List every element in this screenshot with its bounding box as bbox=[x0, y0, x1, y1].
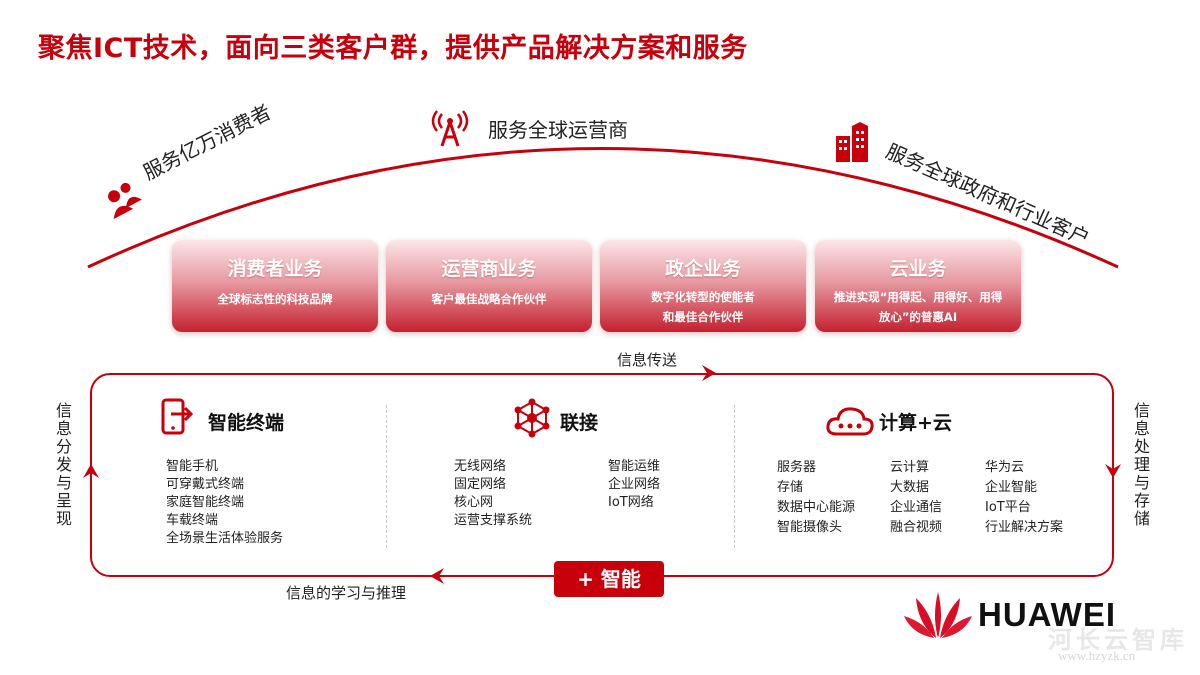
list-item: 无线网络 bbox=[454, 459, 507, 474]
list-item: 企业智能 bbox=[985, 480, 1038, 495]
phone-export-icon bbox=[161, 398, 194, 435]
list-item: 智能运维 bbox=[608, 459, 661, 474]
section-terminal: 智能终端 智能手机 可穿戴式终端 家庭智能终端 车载终端 全场景生活体验服务 bbox=[160, 398, 370, 558]
business-card-cloud: 云业务 推进实现“用得起、用得好、用得 放心”的普惠AI bbox=[815, 240, 1021, 332]
cloud-icon bbox=[826, 407, 874, 436]
list-item: 可穿戴式终端 bbox=[166, 477, 245, 492]
intelligence-badge: + 智能 bbox=[554, 561, 664, 597]
list-item: 智能摄像头 bbox=[777, 520, 843, 535]
card-subtitle-line: 放心”的普惠AI bbox=[878, 310, 958, 324]
network-icon bbox=[514, 398, 550, 438]
compute-items-col2: 云计算 大数据 企业通信 融合视频 bbox=[890, 458, 942, 538]
list-item: 家庭智能终端 bbox=[166, 495, 245, 510]
consumer-group: 服务亿万消费者 bbox=[104, 100, 334, 222]
business-card-carrier: 运营商业务 客户最佳战略合作伙伴 bbox=[386, 240, 592, 332]
list-item: 全场景生活体验服务 bbox=[166, 531, 284, 546]
card-title: 运营商业务 bbox=[441, 258, 537, 280]
flow-label-right: 信息处理与存储 bbox=[1131, 402, 1150, 528]
connect-items-col1: 无线网络 固定网络 核心网 运营支撑系统 bbox=[454, 458, 532, 530]
list-item: 企业通信 bbox=[890, 500, 943, 515]
list-item: 大数据 bbox=[890, 480, 930, 495]
card-subtitle: 全球标志性的科技品牌 bbox=[217, 292, 333, 306]
card-subtitle-line: 数字化转型的使能者 bbox=[651, 290, 755, 304]
section-title: 计算+云 bbox=[879, 412, 952, 434]
card-title: 云业务 bbox=[889, 258, 947, 280]
business-card-enterprise: 政企业务 数字化转型的使能者 和最佳合作伙伴 bbox=[600, 240, 806, 332]
watermark-text: 河长云智库 bbox=[1048, 626, 1188, 654]
terminal-items: 智能手机 可穿戴式终端 家庭智能终端 车载终端 全场景生活体验服务 bbox=[166, 458, 283, 548]
list-item: 数据中心能源 bbox=[777, 500, 856, 515]
watermark-url: www.hzyzk.cn bbox=[1058, 648, 1136, 663]
list-item: 企业网络 bbox=[608, 477, 661, 492]
list-item: 运营支撑系统 bbox=[454, 513, 533, 528]
list-item: 融合视频 bbox=[890, 520, 943, 535]
card-subtitle-line: 和最佳合作伙伴 bbox=[662, 310, 744, 324]
section-divider bbox=[734, 405, 735, 548]
section-divider bbox=[386, 405, 387, 548]
list-item: 服务器 bbox=[777, 460, 817, 475]
connect-items-col2: 智能运维 企业网络 IoT网络 bbox=[608, 458, 660, 512]
antenna-icon bbox=[431, 110, 469, 147]
section-title: 智能终端 bbox=[208, 412, 285, 434]
list-item: 行业解决方案 bbox=[985, 520, 1064, 535]
list-item: IoT平台 bbox=[985, 500, 1031, 515]
list-item: 华为云 bbox=[985, 460, 1025, 475]
people-icon bbox=[108, 182, 142, 220]
card-title: 消费者业务 bbox=[227, 258, 323, 280]
arrow-up-icon bbox=[83, 464, 99, 478]
arrow-left-icon bbox=[430, 568, 444, 584]
list-item: 云计算 bbox=[890, 460, 930, 475]
list-item: 核心网 bbox=[454, 495, 494, 510]
list-item: 智能手机 bbox=[166, 459, 219, 474]
section-compute: 计算+云 服务器 存储 数据中心能源 智能摄像头 云计算 大数据 企业通信 融合… bbox=[775, 398, 1095, 558]
brand-name: HUAWEI bbox=[978, 596, 1116, 633]
flow-label-left: 信息分发与呈现 bbox=[53, 402, 72, 528]
list-item: IoT网络 bbox=[608, 495, 654, 510]
card-title: 政企业务 bbox=[664, 258, 741, 280]
card-subtitle-line: 推进实现“用得起、用得好、用得 bbox=[833, 290, 1003, 304]
compute-items-col3: 华为云 企业智能 IoT平台 行业解决方案 bbox=[985, 458, 1063, 538]
carrier-group: 服务全球运营商 bbox=[430, 110, 670, 150]
list-item: 固定网络 bbox=[454, 477, 507, 492]
list-item: 车载终端 bbox=[166, 513, 219, 528]
buildings-icon bbox=[836, 122, 868, 162]
flow-label-top: 信息传送 bbox=[613, 349, 682, 370]
page-title: 聚焦ICT技术，面向三类客户群，提供产品解决方案和服务 bbox=[38, 33, 748, 64]
business-card-consumer: 消费者业务 全球标志性的科技品牌 bbox=[172, 240, 378, 332]
carrier-label: 服务全球运营商 bbox=[488, 118, 628, 142]
enterprise-group: 服务全球政府和行业客户 bbox=[832, 120, 1152, 250]
flow-label-bottom: 信息的学习与推理 bbox=[282, 582, 411, 603]
huawei-petal-icon bbox=[904, 592, 972, 638]
arrow-right-icon bbox=[702, 365, 716, 381]
arrow-down-icon bbox=[1105, 464, 1121, 478]
list-item: 存储 bbox=[777, 480, 804, 495]
card-subtitle: 客户最佳战略合作伙伴 bbox=[431, 292, 547, 306]
compute-items-col1: 服务器 存储 数据中心能源 智能摄像头 bbox=[777, 458, 855, 538]
customer-arc bbox=[87, 147, 1119, 269]
section-title: 联接 bbox=[560, 412, 599, 434]
section-connect: 联接 无线网络 固定网络 核心网 运营支撑系统 智能运维 企业网络 IoT网络 bbox=[450, 398, 710, 558]
